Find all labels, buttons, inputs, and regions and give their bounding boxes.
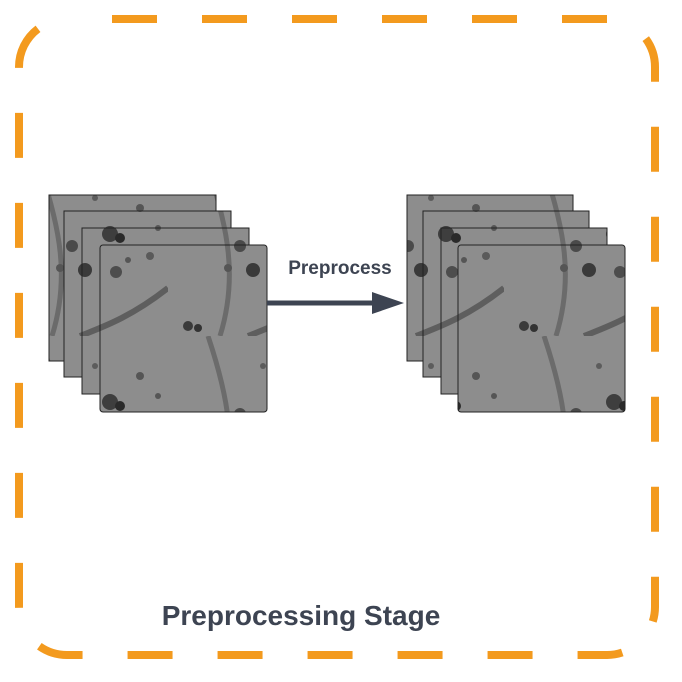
input-image-4: [99, 244, 268, 413]
input-image-stack: [48, 194, 268, 413]
stage-title: Preprocessing Stage: [161, 600, 441, 631]
output-image-4: [457, 244, 626, 413]
preprocess-arrow: [267, 292, 404, 314]
stage-border: [15, 15, 659, 659]
output-image-stack: [406, 194, 626, 413]
arrow-label: Preprocess: [288, 258, 392, 279]
